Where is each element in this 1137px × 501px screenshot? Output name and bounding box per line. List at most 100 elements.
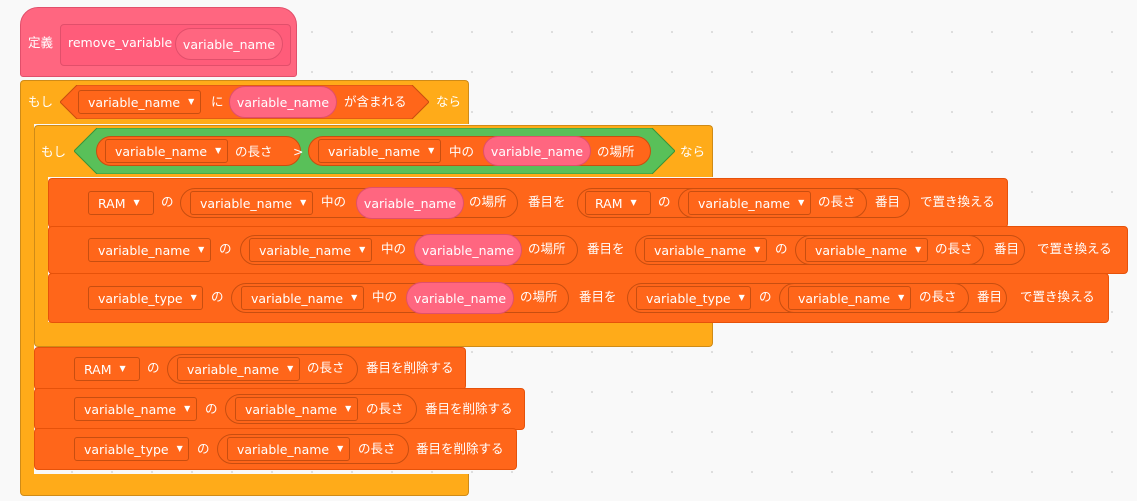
length-list-dropdown[interactable]: variable_name▼ — [105, 139, 228, 163]
length-text: の長さ — [818, 194, 856, 209]
length-list-label: variable_name — [815, 242, 908, 258]
if-outer-arm — [20, 123, 34, 478]
length-text: の長さ — [366, 401, 404, 416]
delete-list-dropdown[interactable]: RAM▼ — [74, 357, 140, 381]
position-item-label: variable_name — [363, 195, 457, 211]
if-inner-then: なら — [680, 144, 706, 159]
caret-down-icon: ▼ — [630, 198, 637, 207]
value-list-dropdown[interactable]: variable_name▼ — [644, 238, 767, 262]
if-inner-label: もし — [41, 144, 67, 159]
position-list-dropdown[interactable]: variable_name▼ — [241, 286, 364, 310]
delete-list-dropdown[interactable]: variable_name▼ — [74, 397, 197, 421]
naka-no-text: 中の — [372, 289, 398, 304]
length-list-label: variable_name — [798, 290, 891, 306]
item-param-reporter[interactable]: variable_name — [229, 86, 337, 118]
position-item-param[interactable]: variable_name — [483, 136, 591, 166]
value-list-label: variable_name — [654, 242, 747, 258]
bangme-text: 番目 — [875, 194, 901, 209]
caret-down-icon: ▼ — [359, 245, 366, 254]
replace-list-dropdown[interactable]: RAM ▼ — [88, 191, 154, 215]
position-list-dropdown[interactable]: variable_name▼ — [190, 191, 313, 215]
if-inner-arm — [34, 176, 48, 326]
naka-no-text: 中の — [321, 194, 347, 209]
delete-text: 番目を削除する — [425, 401, 513, 416]
replace-list-label: variable_name — [98, 242, 191, 258]
caret-down-icon: ▼ — [798, 198, 805, 207]
basho-text: の場所 — [528, 241, 566, 256]
position-list-label: variable_name — [200, 195, 293, 211]
no-text: の — [211, 289, 224, 304]
naka-no-text: 中の — [381, 241, 407, 256]
no2-text: の — [658, 194, 671, 209]
gt-symbol: > — [293, 144, 304, 159]
caret-down-icon: ▼ — [198, 245, 205, 254]
no2-text: の — [759, 289, 772, 304]
length-list-dropdown[interactable]: variable_name ▼ — [805, 238, 928, 262]
length-list-dropdown[interactable]: variable_name ▼ — [177, 357, 300, 381]
bangme-text: 番目 — [994, 241, 1020, 256]
replace-text: で置き換える — [1037, 241, 1112, 256]
param-reporter[interactable]: variable_name — [175, 28, 283, 60]
caret-down-icon: ▼ — [345, 404, 352, 413]
caret-down-icon: ▼ — [337, 444, 344, 453]
length-text: の長さ — [358, 441, 396, 456]
caret-down-icon: ▼ — [287, 364, 294, 373]
position-item-param[interactable]: variable_name — [356, 187, 464, 219]
caret-down-icon: ▼ — [738, 293, 745, 302]
naka-no-text: 中の — [449, 144, 475, 159]
caret-down-icon: ▼ — [428, 146, 435, 155]
no-text: の — [205, 401, 218, 416]
replace-text: で置き換える — [1020, 289, 1095, 304]
no-text: の — [147, 360, 160, 375]
delete-text: 番目を削除する — [366, 360, 454, 375]
caret-down-icon: ▼ — [215, 146, 222, 155]
param-label: variable_name — [182, 36, 276, 52]
bangme-wo-text: 番目を — [528, 194, 566, 209]
length-list-label: variable_name — [698, 195, 791, 211]
position-list-label: variable_name — [328, 143, 421, 159]
basho-text: の場所 — [597, 144, 635, 159]
position-list-label: variable_name — [259, 242, 352, 258]
replace-list-dropdown[interactable]: variable_type ▼ — [88, 286, 203, 310]
position-item-param[interactable]: variable_name — [414, 234, 522, 266]
basho-text: の場所 — [520, 289, 558, 304]
position-item-label: variable_name — [490, 143, 584, 159]
bangme-wo-text: 番目を — [579, 289, 617, 304]
caret-down-icon: ▼ — [133, 198, 140, 207]
delete-list-label: RAM — [84, 361, 112, 377]
replace-text: で置き換える — [920, 194, 995, 209]
if-outer-then: なら — [436, 94, 462, 109]
replace-list-dropdown[interactable]: variable_name ▼ — [88, 238, 211, 262]
position-list-dropdown[interactable]: variable_name ▼ — [318, 139, 441, 163]
position-item-label: variable_name — [413, 290, 507, 306]
delete-list-label: variable_name — [84, 401, 177, 417]
caret-down-icon: ▼ — [176, 444, 183, 453]
length-list-label: variable_name — [245, 401, 338, 417]
length-list-label: variable_name — [237, 441, 330, 457]
define-keyword: 定義 — [28, 35, 54, 50]
bangme-wo-text: 番目を — [587, 241, 625, 256]
length-list-dropdown[interactable]: variable_name ▼ — [227, 437, 350, 461]
list-dropdown[interactable]: variable_name▼ — [78, 90, 201, 114]
value-list-dropdown[interactable]: RAM▼ — [585, 191, 651, 215]
no-text: の — [161, 194, 174, 209]
length-list-dropdown[interactable]: variable_name▼ — [788, 286, 911, 310]
position-list-dropdown[interactable]: variable_name ▼ — [249, 238, 372, 262]
caret-down-icon: ▼ — [915, 245, 922, 254]
length-list-dropdown[interactable]: variable_name ▼ — [235, 397, 358, 421]
position-list-label: variable_name — [251, 290, 344, 306]
caret-down-icon: ▼ — [188, 97, 195, 106]
caret-down-icon: ▼ — [190, 293, 197, 302]
length-text: の長さ — [307, 360, 345, 375]
item-param-label: variable_name — [236, 94, 330, 110]
if-outer-label: もし — [28, 94, 54, 109]
replace-list-label: RAM — [98, 195, 126, 211]
delete-list-dropdown[interactable]: variable_type▼ — [74, 437, 189, 461]
length-list-label: variable_name — [187, 361, 280, 377]
replace-list-label: variable_type — [98, 290, 183, 306]
length-list-dropdown[interactable]: variable_name ▼ — [688, 191, 811, 215]
position-item-param[interactable]: variable_name — [406, 282, 514, 314]
length-text: の長さ — [235, 144, 273, 159]
value-list-dropdown[interactable]: variable_type▼ — [636, 286, 751, 310]
bangme-text: 番目 — [977, 289, 1003, 304]
